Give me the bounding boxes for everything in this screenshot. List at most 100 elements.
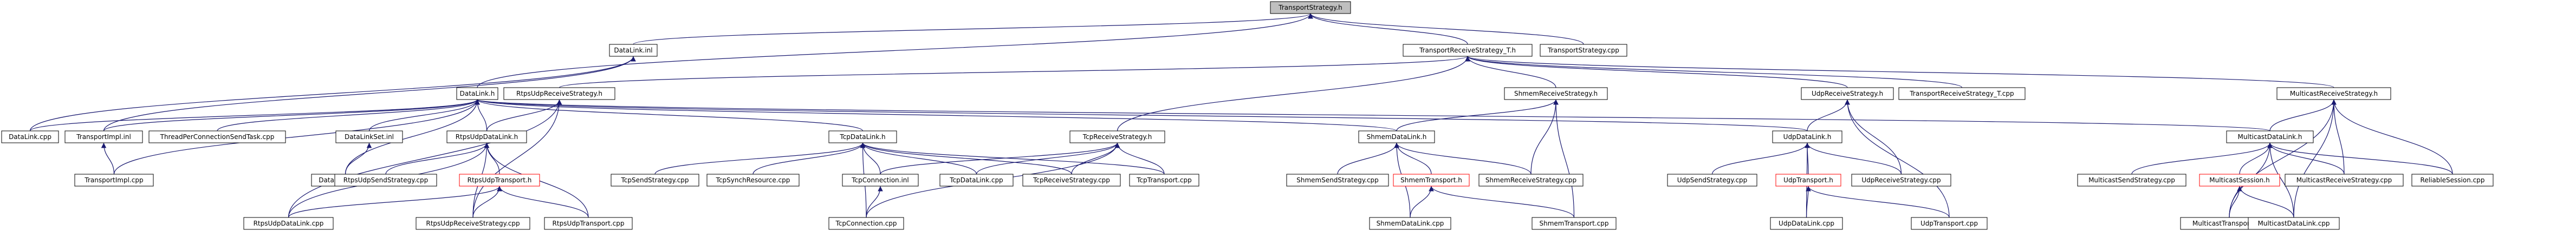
file-node-label: DataLink.cpp xyxy=(9,133,51,141)
file-node-shdl-h[interactable]: ShmemDataLink.h xyxy=(1358,130,1435,143)
include-edge-dls_cpp-to-dl_h xyxy=(345,99,480,175)
file-node-label: UdpSendStrategy.cpp xyxy=(1677,176,1748,184)
file-node-label: RtpsUdpTransport.cpp xyxy=(553,220,625,227)
include-edge-tcprs_h-to-trs_t_h xyxy=(1117,56,1470,131)
include-edge-rurs_cpp-to-rut_h xyxy=(472,186,502,218)
file-node-srs-h[interactable]: ShmemReceiveStrategy.h xyxy=(1504,87,1608,100)
file-node-tcprs-cpp[interactable]: TcpReceiveStrategy.cpp xyxy=(1022,174,1121,187)
file-node-shss-cpp[interactable]: ShmemSendStrategy.cpp xyxy=(1286,174,1389,187)
file-node-dl-h[interactable]: DataLink.h xyxy=(456,87,498,100)
file-node-label: ShmemDataLink.h xyxy=(1367,133,1427,141)
file-node-ms-h[interactable]: MulticastSession.h xyxy=(2199,174,2280,187)
include-edge-shdl_h-to-dl_h xyxy=(475,99,1397,131)
file-node-tcpc-inl[interactable]: TcpConnection.inl xyxy=(842,174,919,187)
file-node-dl-cpp[interactable]: DataLink.cpp xyxy=(1,130,59,143)
include-edge-tcpc_cpp-to-tcpc_inl xyxy=(866,186,883,218)
include-edge-rurs_h-to-trs_t_h xyxy=(559,56,1470,88)
file-node-label: UdpTransport.cpp xyxy=(1920,220,1978,227)
file-node-label: ShmemDataLink.cpp xyxy=(1377,220,1444,227)
include-edge-ti_cpp-to-dl_h xyxy=(113,99,480,175)
file-node-tcpc-cpp[interactable]: TcpConnection.cpp xyxy=(828,217,904,230)
include-edge-shdl_h-to-srs_h xyxy=(1396,99,1559,131)
file-node-sht-cpp[interactable]: ShmemTransport.cpp xyxy=(1532,217,1617,230)
include-edge-dl_cpp-to-dl_inl xyxy=(29,56,636,131)
include-edge-tcpdl_h-to-dl_h xyxy=(475,99,864,131)
include-edge-tcpdl_cpp-to-tcprs_h xyxy=(976,142,1120,175)
file-node-rurs-h[interactable]: RtpsUdpReceiveStrategy.h xyxy=(503,87,615,100)
include-edge-udl_h-to-dl_h xyxy=(475,99,1808,131)
file-node-russ-cpp[interactable]: RtpsUdpSendStrategy.cpp xyxy=(334,174,437,187)
file-node-tcpdl-h[interactable]: TcpDataLink.h xyxy=(828,130,897,143)
include-edge-urs_cpp-to-udl_h xyxy=(1805,142,1902,175)
file-node-mrs-cpp[interactable]: MulticastReceiveStrategy.cpp xyxy=(2285,174,2404,187)
file-node-rudl-h[interactable]: RtpsUdpDataLink.h xyxy=(446,130,527,143)
file-node-ti-cpp[interactable]: TransportImpl.cpp xyxy=(74,174,154,187)
file-node-dl-inl[interactable]: DataLink.inl xyxy=(609,44,658,57)
file-node-tcpt-cpp[interactable]: TcpTransport.cpp xyxy=(1129,174,1199,187)
file-node-label: TcpSynchResource.cpp xyxy=(716,176,790,184)
include-edge-mdl_cpp-to-mrs_h xyxy=(2293,99,2337,218)
file-node-udl-h[interactable]: UdpDataLink.h xyxy=(1772,130,1842,143)
file-node-shdl-cpp[interactable]: ShmemDataLink.cpp xyxy=(1369,217,1451,230)
include-edge-tcpdl_cpp-to-tcpdl_h xyxy=(860,142,977,175)
include-edge-tcprs_cpp-to-tcprs_h xyxy=(1071,142,1120,175)
edge-layer xyxy=(29,13,2453,218)
include-edge-rs_cpp-to-mdl_h xyxy=(2267,142,2453,175)
file-node-label: UdpTransport.h xyxy=(1783,176,1833,184)
include-edge-urs_cpp-to-urs_h xyxy=(1845,99,1902,175)
file-node-mss-cpp[interactable]: MulticastSendStrategy.cpp xyxy=(2077,174,2186,187)
include-edge-tcpt_cpp-to-tcpdl_h xyxy=(860,142,1165,175)
file-node-rut-h[interactable]: RtpsUdpTransport.h xyxy=(459,174,540,187)
include-edge-trs_t_cpp-to-trs_t_h xyxy=(1465,56,1963,88)
include-edge-rurs_cpp-to-rurs_h xyxy=(472,99,562,218)
file-node-ts-h[interactable]: TransportStrategy.h xyxy=(1270,1,1351,14)
include-edge-shdl_cpp-to-sht_h xyxy=(1410,186,1434,218)
include-edge-tcpt_cpp-to-tcprs_h xyxy=(1114,142,1165,175)
file-node-ts-cpp[interactable]: TransportStrategy.cpp xyxy=(1540,44,1627,57)
include-edge-rut_cpp-to-rut_h xyxy=(497,186,589,218)
file-node-ti-inl[interactable]: TransportImpl.inl xyxy=(64,130,143,143)
file-node-label: RtpsUdpSendStrategy.cpp xyxy=(343,176,429,184)
file-node-label: TransportImpl.inl xyxy=(76,133,131,141)
file-node-urs-h[interactable]: UdpReceiveStrategy.h xyxy=(1801,87,1894,100)
file-node-mdl-h[interactable]: MulticastDataLink.h xyxy=(2226,130,2314,143)
file-node-label: TcpDataLink.h xyxy=(839,133,885,141)
file-node-label: TransportStrategy.cpp xyxy=(1547,47,1619,54)
file-node-tcpsr-cpp[interactable]: TcpSynchResource.cpp xyxy=(706,174,800,187)
file-node-trs-t-h[interactable]: TransportReceiveStrategy_T.h xyxy=(1403,44,1533,57)
file-node-ut-h[interactable]: UdpTransport.h xyxy=(1775,174,1841,187)
file-node-sht-h[interactable]: ShmemTransport.h xyxy=(1393,174,1470,187)
file-node-rs-cpp[interactable]: ReliableSession.cpp xyxy=(2411,174,2494,187)
include-edge-ti_cpp-to-ti_inl xyxy=(101,142,115,175)
file-node-label: ShmemSendStrategy.cpp xyxy=(1296,176,1379,184)
file-node-mrs-h[interactable]: MulticastReceiveStrategy.h xyxy=(2276,87,2391,100)
file-node-uss-cpp[interactable]: UdpSendStrategy.cpp xyxy=(1667,174,1757,187)
file-node-tcpdl-cpp[interactable]: TcpDataLink.cpp xyxy=(939,174,1014,187)
file-node-mdl-cpp[interactable]: MulticastDataLink.cpp xyxy=(2248,217,2340,230)
file-node-label: MulticastDataLink.h xyxy=(2238,133,2302,141)
include-edge-mss_cpp-to-mdl_h xyxy=(2131,142,2273,175)
file-node-tcpss-cpp[interactable]: TcpSendStrategy.cpp xyxy=(611,174,699,187)
include-edge-tpcst-to-dl_h xyxy=(217,99,480,131)
file-node-dls-inl[interactable]: DataLinkSet.inl xyxy=(335,130,403,143)
file-node-udl-cpp[interactable]: UdpDataLink.cpp xyxy=(1770,217,1843,230)
file-node-label: DataLink.h xyxy=(460,90,495,97)
file-node-label: UdpReceiveStrategy.h xyxy=(1812,90,1883,97)
file-node-rudl-cpp[interactable]: RtpsUdpDataLink.cpp xyxy=(243,217,334,230)
file-node-rurs-cpp[interactable]: RtpsUdpReceiveStrategy.cpp xyxy=(416,217,530,230)
file-node-label: UdpDataLink.cpp xyxy=(1779,220,1834,227)
include-edge-udl_h-to-urs_h xyxy=(1807,99,1850,131)
file-node-label: UdpReceiveStrategy.cpp xyxy=(1861,176,1941,184)
file-node-tcprs-h[interactable]: TcpReceiveStrategy.h xyxy=(1069,130,1165,143)
file-node-ut-cpp[interactable]: UdpTransport.cpp xyxy=(1911,217,1988,230)
file-node-tpcst[interactable]: ThreadPerConnectionSendTask.cpp xyxy=(148,130,286,143)
file-node-trs-t-cpp[interactable]: TransportReceiveStrategy_T.cpp xyxy=(1898,87,2026,100)
file-node-rut-cpp[interactable]: RtpsUdpTransport.cpp xyxy=(544,217,633,230)
include-edge-rudl_h-to-rurs_h xyxy=(486,99,562,131)
file-node-shrs-cpp[interactable]: ShmemReceiveStrategy.cpp xyxy=(1478,174,1584,187)
file-node-urs-cpp[interactable]: UdpReceiveStrategy.cpp xyxy=(1851,174,1951,187)
include-edge-rut_h-to-rudl_h xyxy=(484,142,500,175)
include-edge-mrs_h-to-trs_t_h xyxy=(1465,56,2334,88)
